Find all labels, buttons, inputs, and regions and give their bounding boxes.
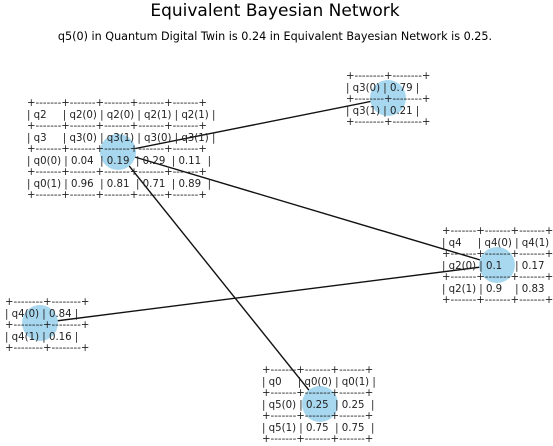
edges-layer <box>39 97 498 405</box>
node-q5 <box>100 134 136 170</box>
cpt-table-q0: +-------+-------+-------+ | q0 | q0(0) |… <box>262 365 376 445</box>
diagram-title: Equivalent Bayesian Network <box>150 1 400 21</box>
edge-q3-q5 <box>117 97 389 153</box>
diagram-subtitle: q5(0) in Quantum Digital Twin is 0.24 in… <box>57 30 493 43</box>
cpt-table-q3: +--------+--------+ | q3(0) | 0.79 | +--… <box>346 71 431 128</box>
cpt-table-q4: +--------+--------+ | q4(0) | 0.84 | +--… <box>5 297 90 354</box>
cpt-table-q5: +-------+-------+-------+-------+-------… <box>27 98 216 201</box>
edge-q5-q0 <box>117 151 321 405</box>
cpt-table-q2: +-------+-------+-------+ | q4 | q4(0) |… <box>442 226 553 306</box>
node-q3 <box>370 80 406 116</box>
node-q2 <box>479 247 515 283</box>
nodes-layer <box>22 80 515 422</box>
node-q0 <box>302 386 338 422</box>
edge-q5-q2 <box>117 151 498 266</box>
node-q4 <box>22 305 58 341</box>
edge-q4-q2 <box>39 264 498 324</box>
